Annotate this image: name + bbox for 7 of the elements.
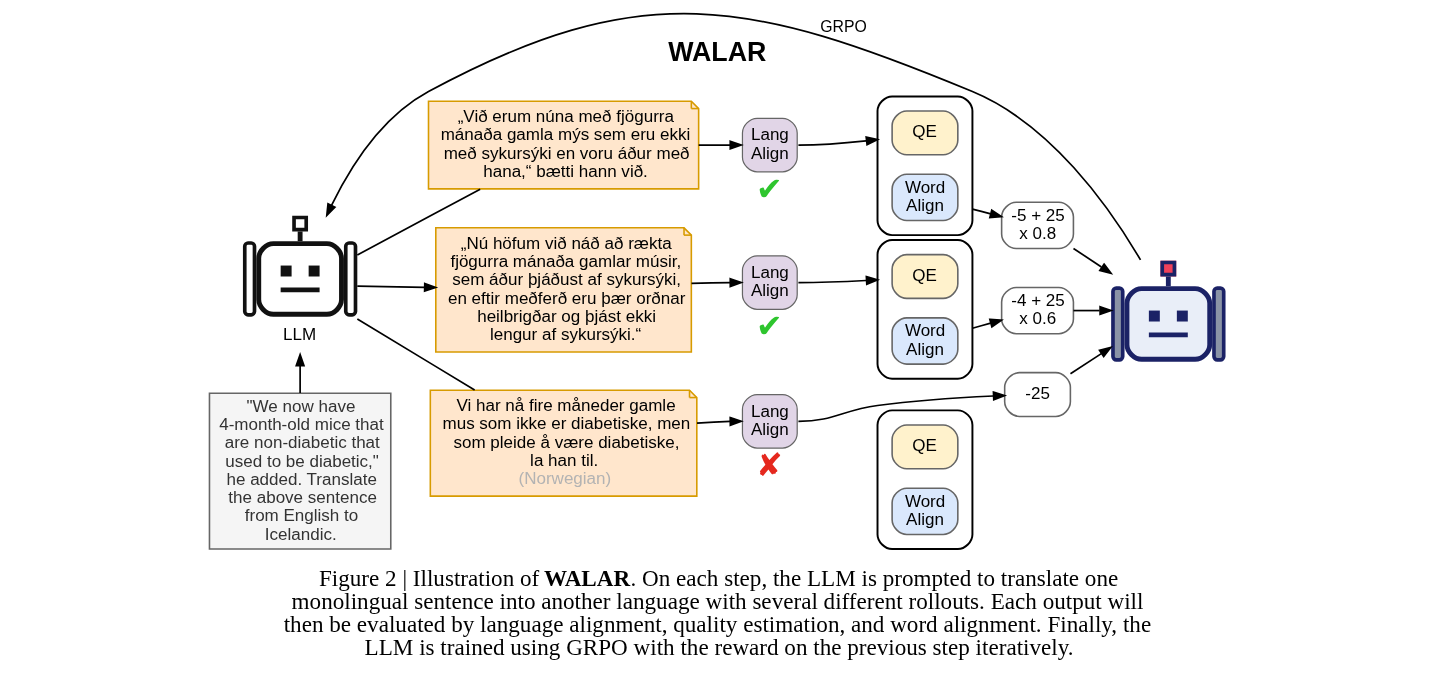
diagram-title: WALAR [668,36,767,67]
node-label: LLM [283,325,317,345]
node-label: ✔ [756,170,784,207]
node-label: ✔ [756,308,784,345]
caption: Figure 2 | Illustration of WALAR. On each step, the LLM is prompted to translate one monolingual sentence into another language with several different rollouts. Each output will then be evaluated by language alignment, quality estimation, and word alignment. Finally, the LLM is trained using GRPO with the reward on the previous step iteratively. [283,564,1152,661]
edge-label: GRPO [820,18,867,36]
node-label: ✘ [756,446,784,483]
